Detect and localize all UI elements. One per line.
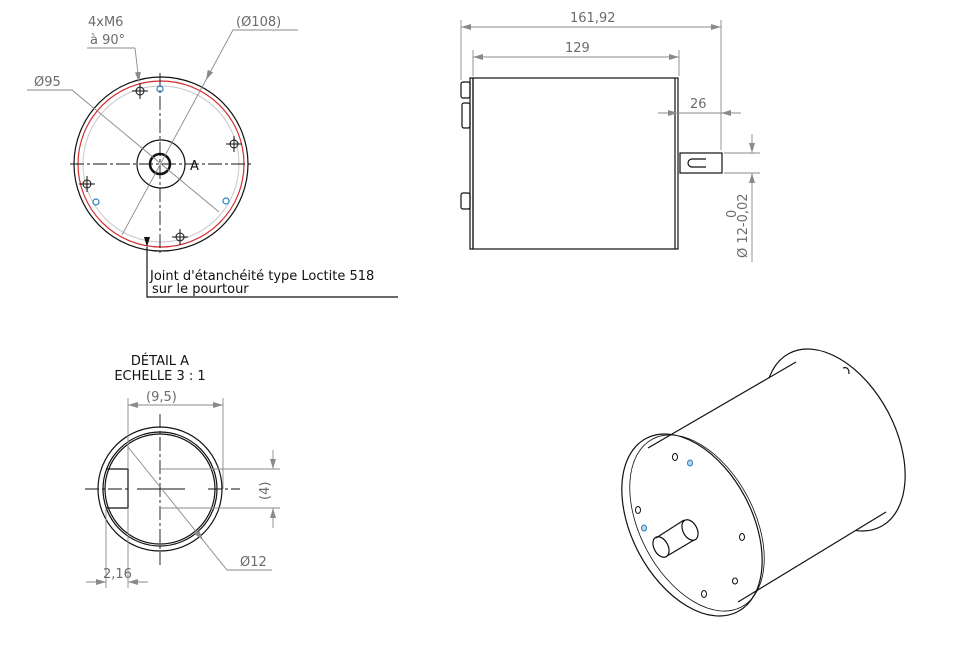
isometric-view (621, 348, 906, 617)
detail-width-dim: (9,5) (146, 390, 177, 405)
detail-scale: ECHELLE 3 : 1 (114, 369, 205, 384)
shaft (679, 152, 723, 174)
side-view: 161,92 129 26 Ø 12-0,02 0 (460, 11, 760, 262)
motor-body (472, 77, 679, 250)
body-length-dim: 129 (565, 41, 590, 56)
iso-shaft (652, 519, 699, 558)
detail-flat-dim: 2,16 (103, 567, 132, 582)
detail-dia-dim: Ø12 (240, 555, 267, 570)
shaft-dia-dim: Ø 12-0,02 (736, 193, 751, 258)
seal-note-line1: Joint d'étanchéité type Loctite 518 (149, 269, 374, 284)
detail-key-dim: (4) (258, 482, 273, 500)
shaft-length-dim: 26 (690, 97, 707, 112)
detail-title: DÉTAIL A (131, 353, 189, 369)
keyway (106, 468, 129, 509)
connector (461, 102, 471, 129)
seal-note-line2: sur le pourtour (152, 282, 249, 297)
front-view: 4xM6 à 90° Ø95 (Ø108) A Joint d'étanchéi… (27, 15, 398, 298)
overall-length-dim: 161,92 (570, 11, 616, 26)
dia-108-label: (Ø108) (236, 15, 281, 30)
m6-holes (79, 83, 242, 245)
hole-callout-angle: à 90° (90, 33, 125, 48)
dia-95-label: Ø95 (34, 75, 61, 90)
front-face (621, 433, 763, 617)
blue-holes (92, 85, 230, 206)
nut (460, 192, 471, 210)
nut (460, 81, 471, 99)
detail-marker: A (190, 159, 199, 174)
detail-view: DÉTAIL A ECHELLE 3 : 1 (9,5) (4) Ø12 2,1… (85, 353, 280, 588)
hole-callout: 4xM6 (88, 15, 123, 30)
shaft-tol-upper: 0 (725, 210, 740, 218)
